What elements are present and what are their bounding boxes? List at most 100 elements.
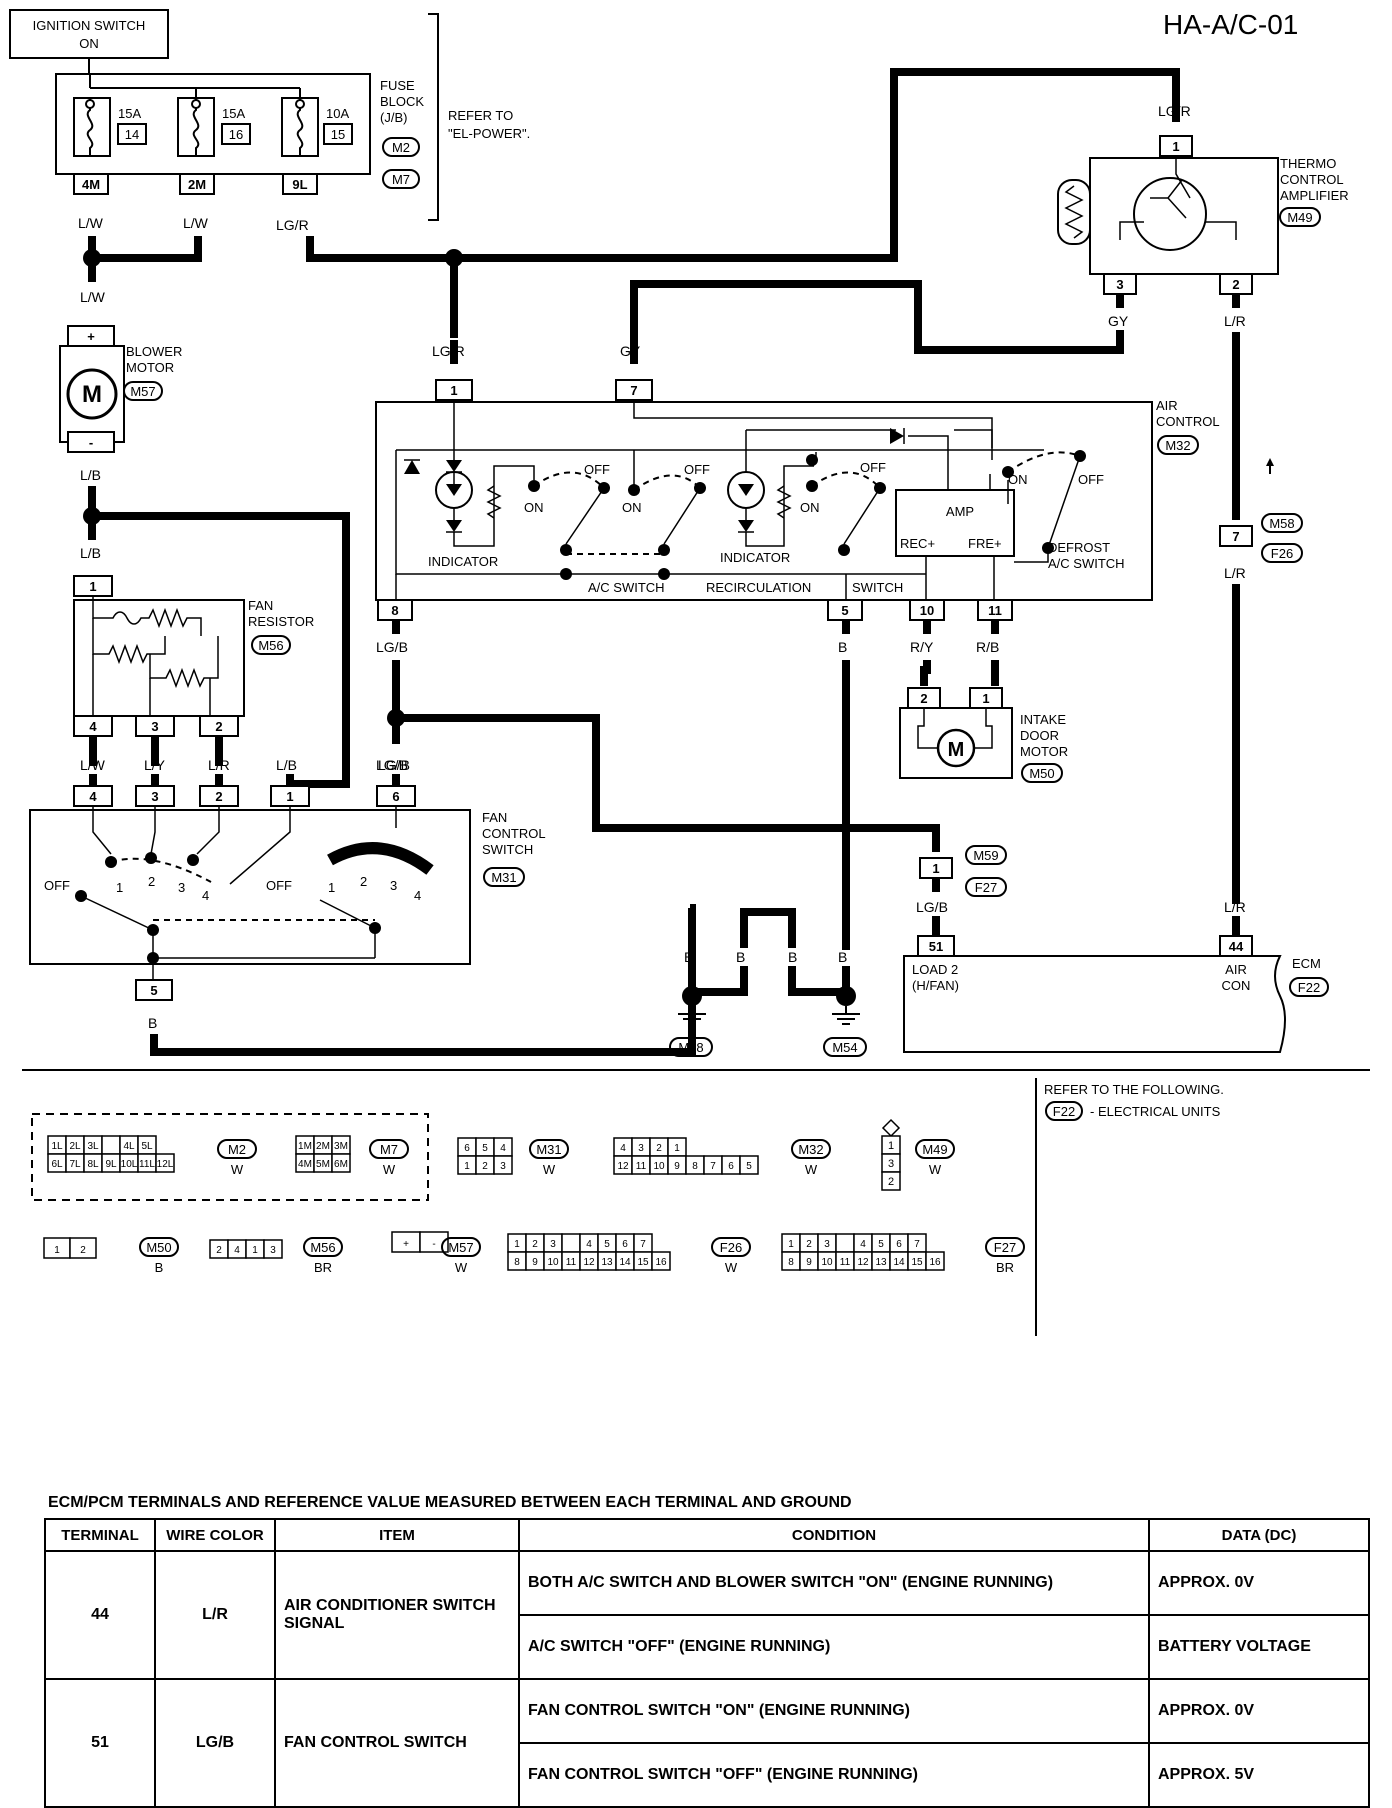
- fuse-block-connector-m2: M2: [392, 140, 410, 155]
- connector-cell: 6L: [51, 1159, 63, 1170]
- connector-id: M2: [228, 1142, 246, 1157]
- fuse-16-number: 16: [229, 127, 243, 142]
- condition-cell: BOTH A/C SWITCH AND BLOWER SWITCH "ON" (…: [518, 1550, 1150, 1616]
- connector-cell: 4: [500, 1143, 506, 1154]
- fan-resistor-connector: M56: [258, 638, 283, 653]
- fuse-block-label-2: BLOCK: [380, 94, 424, 109]
- connector-cell: 5: [604, 1239, 610, 1250]
- fcs-pos-3a: 3: [178, 880, 185, 895]
- ecm-label: ECM: [1292, 956, 1321, 971]
- svg-text:+: +: [87, 329, 95, 344]
- connector-cell: 4: [586, 1239, 592, 1250]
- intake-label-1: INTAKE: [1020, 712, 1066, 727]
- connector-cell: 5: [746, 1161, 752, 1172]
- connector-color: W: [725, 1260, 738, 1275]
- connector-cell: 10L: [121, 1159, 138, 1170]
- fuse-16-amp: 15A: [222, 106, 245, 121]
- ac-pin-1: 1: [450, 383, 457, 398]
- connector-cell: 2: [806, 1239, 812, 1250]
- connector-id: M56: [310, 1240, 335, 1255]
- fuse-block-connector-m7: M7: [392, 172, 410, 187]
- connector-cell: 9: [532, 1257, 538, 1268]
- connector-cell: 13: [875, 1257, 887, 1268]
- connector-cell: -: [432, 1239, 435, 1250]
- connector-cell: 3: [270, 1245, 276, 1256]
- connector-color: W: [543, 1162, 556, 1177]
- connector-cell: 4M: [298, 1159, 312, 1170]
- connector-cell: 1: [788, 1239, 794, 1250]
- intake-motor-symbol: M: [948, 739, 965, 761]
- connector-cell: 6: [728, 1161, 734, 1172]
- wire-lgb-ecm: LG/B: [916, 899, 948, 915]
- connector-cell: 2: [656, 1143, 662, 1154]
- fcs-pin-6: 6: [392, 789, 399, 804]
- fcs-pin-5: 5: [150, 983, 157, 998]
- connector-cell: 12: [617, 1161, 629, 1172]
- wire-fcs-4: L/W: [80, 757, 106, 773]
- ground-wire-2: B: [736, 949, 745, 965]
- fan-resistor-pin-4: 4: [89, 719, 97, 734]
- ignition-label: IGNITION SWITCH: [33, 18, 146, 33]
- fan-resistor-pin-3: 3: [151, 719, 158, 734]
- connector-cell: 5: [482, 1143, 488, 1154]
- ecm-load-1: LOAD 2: [912, 962, 958, 977]
- fan-resistor-label-1: FAN: [248, 598, 273, 613]
- connector-cell: 15: [637, 1257, 649, 1268]
- thermo-label-1: THERMO: [1280, 156, 1336, 171]
- connector-id: F27: [994, 1240, 1016, 1255]
- fuse-terminal-2m: 2M: [188, 177, 206, 192]
- ac-on-3: ON: [800, 500, 820, 515]
- wire-lb-2: L/B: [80, 545, 101, 561]
- connector-cell: 2: [532, 1239, 538, 1250]
- connector-cell: 11: [840, 1257, 851, 1268]
- connector-cell: 1: [888, 1140, 894, 1152]
- fcs-pos-2a: 2: [148, 874, 155, 889]
- connector-cell: 1: [674, 1143, 680, 1154]
- connector-cell: 1: [252, 1245, 258, 1256]
- connector-cell: 4: [620, 1143, 626, 1154]
- data-cell: APPROX. 0V: [1148, 1678, 1370, 1744]
- connector-cell: 2: [482, 1161, 488, 1172]
- connector-cell: 3M: [334, 1141, 348, 1152]
- header-wire-color: WIRE COLOR: [154, 1518, 276, 1552]
- fcs-pos-off-2: OFF: [266, 878, 292, 893]
- fuse-14-number: 14: [125, 127, 139, 142]
- wire-fcs-6: LG/B: [378, 757, 410, 773]
- amp-fre: FRE+: [968, 536, 1002, 551]
- fuse-15-amp: 10A: [326, 106, 349, 121]
- wire-lr-joint2: L/R: [1224, 565, 1246, 581]
- fcs-pos-4b: 4: [414, 888, 421, 903]
- fuse-refer-2: "EL-POWER".: [448, 126, 530, 141]
- connector-color: BR: [314, 1260, 332, 1275]
- ac-on-1: ON: [524, 500, 544, 515]
- connector-cell: 8: [692, 1161, 698, 1172]
- fcs-label-1: FAN: [482, 810, 507, 825]
- connector-id: M57: [448, 1240, 473, 1255]
- connector-cell: 10: [821, 1257, 833, 1268]
- connector-id: M49: [922, 1142, 947, 1157]
- joint2-m58: M58: [1269, 516, 1294, 531]
- connector-color: W: [929, 1162, 942, 1177]
- wire-fcs-3: L/Y: [144, 757, 166, 773]
- wire-b-fcs: B: [148, 1015, 157, 1031]
- ac-connector: M32: [1165, 438, 1190, 453]
- wire-lb-1: L/B: [80, 467, 101, 483]
- fcs-pos-1b: 1: [328, 880, 335, 895]
- fcs-pin-1: 1: [286, 789, 293, 804]
- thermo-control-amplifier: LG/R 1 3 2 THERMO CONTROL AMPLIFIER M49: [1057, 103, 1349, 295]
- fcs-pos-2b: 2: [360, 874, 367, 889]
- ground-wire-3: B: [788, 949, 797, 965]
- refer-connector: F22: [1053, 1104, 1075, 1119]
- intake-door-motor: 2 1 M INTAKE DOOR MOTOR M50: [899, 687, 1068, 783]
- ecm: 51 44 LOAD 2 (H/FAN) AIR CON ECM F22: [903, 935, 1329, 1053]
- connector-cell: 16: [929, 1257, 941, 1268]
- fuse-block-label-3: (J/B): [380, 110, 407, 125]
- connector-cell: 1L: [51, 1141, 63, 1152]
- ac-pin-8: 8: [391, 603, 398, 618]
- joint-f27: F27: [975, 880, 997, 895]
